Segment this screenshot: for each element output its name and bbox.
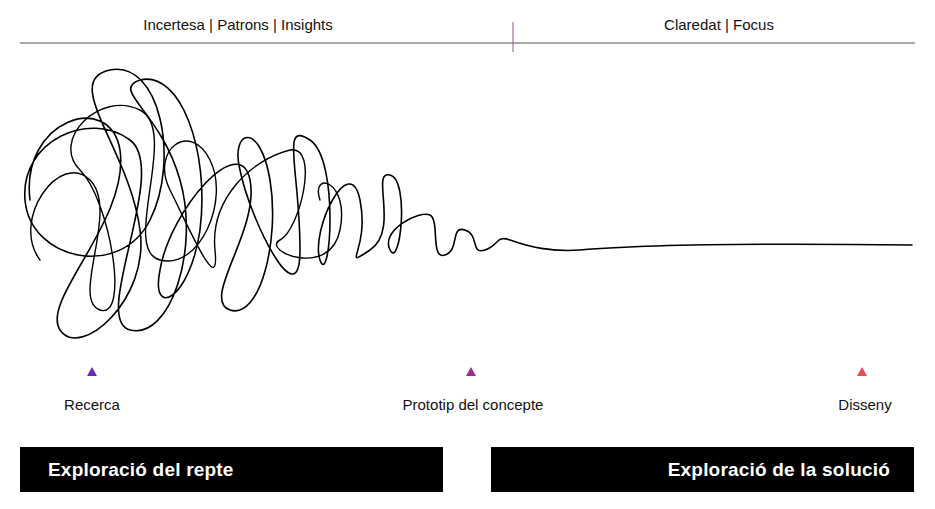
header-rule xyxy=(20,43,915,44)
phase-heading: Incertesa | Patrons | Insights xyxy=(143,16,333,34)
header-divider xyxy=(513,22,514,52)
milestone-label: Disseny xyxy=(838,396,891,414)
milestone-label: Prototip del concepte xyxy=(403,396,544,414)
milestone-marker xyxy=(466,367,476,376)
squiggle-line xyxy=(25,69,912,338)
milestone-label: Recerca xyxy=(64,396,120,414)
phase-title: Exploració de la solució xyxy=(668,459,890,481)
phase-bar: Exploració del repte xyxy=(20,447,443,492)
phase-heading: Claredat | Focus xyxy=(664,16,774,34)
milestone-marker xyxy=(87,367,97,376)
phase-bar: Exploració de la solució xyxy=(491,447,914,492)
phase-title: Exploració del repte xyxy=(48,459,234,481)
milestone-marker xyxy=(857,367,867,376)
squiggle-line xyxy=(31,105,342,310)
timeline xyxy=(20,380,915,382)
